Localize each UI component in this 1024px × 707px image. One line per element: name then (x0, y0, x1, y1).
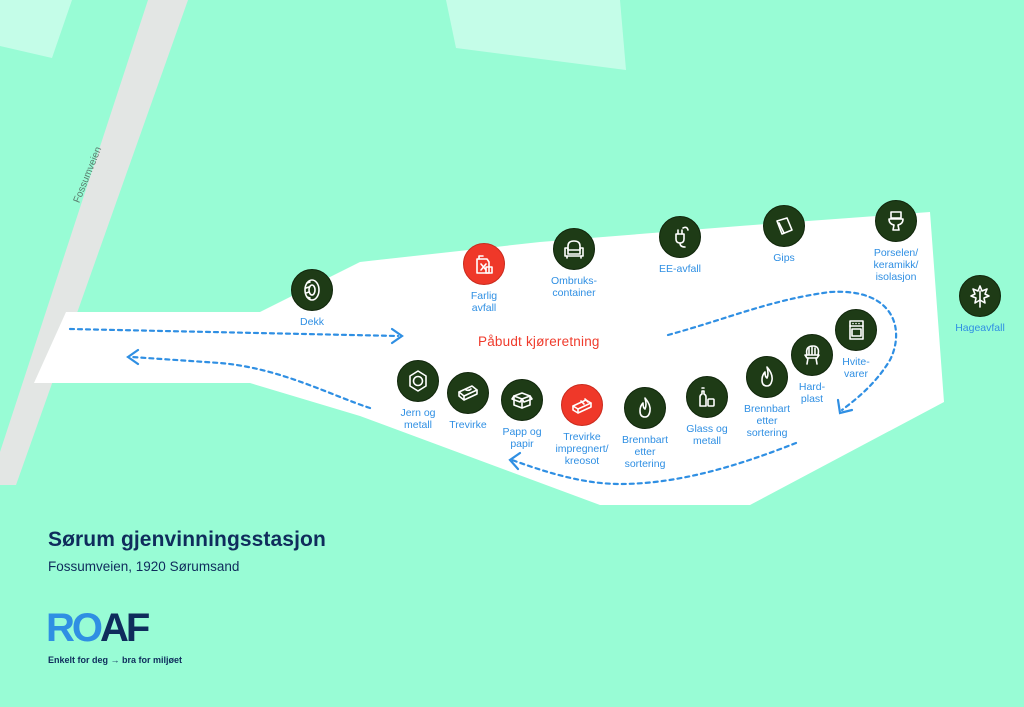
station-label: EE-avfall (658, 263, 701, 275)
drive-arrows (68, 290, 898, 486)
station-label: Porselen/ keramikk/ isolasjon (873, 247, 919, 283)
plastic-chair-icon (791, 334, 833, 376)
fossumveien-road (0, 0, 188, 485)
drive-direction-label: Påbudt kjøreretning (478, 334, 600, 349)
station-trevirke-impregnert: Trevirke impregnert/ kreosot (522, 384, 642, 467)
exit-arrow-head (126, 348, 140, 366)
station-gips: Gips (724, 205, 844, 264)
logo-ro: RO (46, 606, 103, 650)
flame-icon (746, 356, 788, 398)
armchair-icon (553, 228, 595, 270)
wood-plank-icon (447, 372, 489, 414)
station-label: Hageavfall (955, 322, 1005, 334)
station-label: Papp og papir (502, 426, 542, 450)
station-brennbart-2: Brennbart etter sortering (585, 387, 705, 470)
station-label: Glass og metall (686, 423, 728, 447)
station-label: Brennbart etter sortering (743, 403, 791, 439)
station-trevirke: Trevirke (408, 372, 528, 431)
logo-af: AF (100, 606, 150, 650)
station-ee-avfall: EE-avfall (620, 216, 740, 275)
plug-icon (659, 216, 701, 258)
station-hardplast: Hard- plast (752, 334, 872, 405)
station-hvitevarer: Hvite- varer (796, 309, 916, 380)
tire-icon (291, 269, 333, 311)
loop-arrow-line (666, 290, 898, 412)
loop-arrow-head (836, 398, 854, 415)
station-label: Farlig avfall (470, 290, 498, 314)
building-patch (446, 0, 626, 70)
entry-arrow-head (390, 327, 404, 345)
station-label: Ombruks- container (550, 275, 598, 299)
station-dekk: Dekk (252, 269, 372, 328)
station-label: Trevirke (449, 419, 487, 431)
station-porselen: Porselen/ keramikk/ isolasjon (836, 200, 956, 283)
station-jern-metall: Jern og metall (358, 360, 478, 431)
building-patch (0, 0, 72, 58)
bottles-icon (686, 376, 728, 418)
recycling-area (34, 212, 944, 505)
station-label: Trevirke impregnert/ kreosot (555, 431, 609, 467)
station-label: Dekk (300, 316, 324, 328)
station-address: Fossumveien, 1920 Sørumsand (48, 559, 240, 574)
toilet-icon (875, 200, 917, 242)
nut-icon (397, 360, 439, 402)
station-papp-papir: Papp og papir (462, 379, 582, 450)
station-label: Jern og metall (400, 407, 436, 431)
hazardous-can-icon (463, 243, 505, 285)
station-brennbart-1: Brennbart etter sortering (707, 356, 827, 439)
station-label: Gips (773, 252, 795, 264)
flame-icon (624, 387, 666, 429)
roaf-logo: ROAF (46, 606, 150, 650)
station-label: Hard- plast (798, 381, 826, 405)
logo-tagline: Enkelt for deg → bra for miljøet (48, 655, 183, 665)
entry-arrow-line (68, 327, 400, 338)
cardboard-box-icon (501, 379, 543, 421)
station-label: Hvite- varer (842, 356, 870, 380)
station-ombrukscontainer: Ombruks- container (514, 228, 634, 299)
station-glass-metall: Glass og metall (647, 376, 767, 447)
exit-arrow-line (130, 355, 372, 410)
treated-wood-icon (561, 384, 603, 426)
stove-icon (835, 309, 877, 351)
station-label: Brennbart etter sortering (621, 434, 669, 470)
leaf-icon (959, 275, 1001, 317)
page-title: Sørum gjenvinningsstasjon (48, 528, 326, 551)
return-arrow-line (510, 441, 798, 486)
gypsum-board-icon (763, 205, 805, 247)
return-arrow-head (508, 451, 522, 471)
station-hageavfall: Hageavfall (920, 275, 1024, 334)
station-farlig-avfall: Farlig avfall (424, 243, 544, 314)
